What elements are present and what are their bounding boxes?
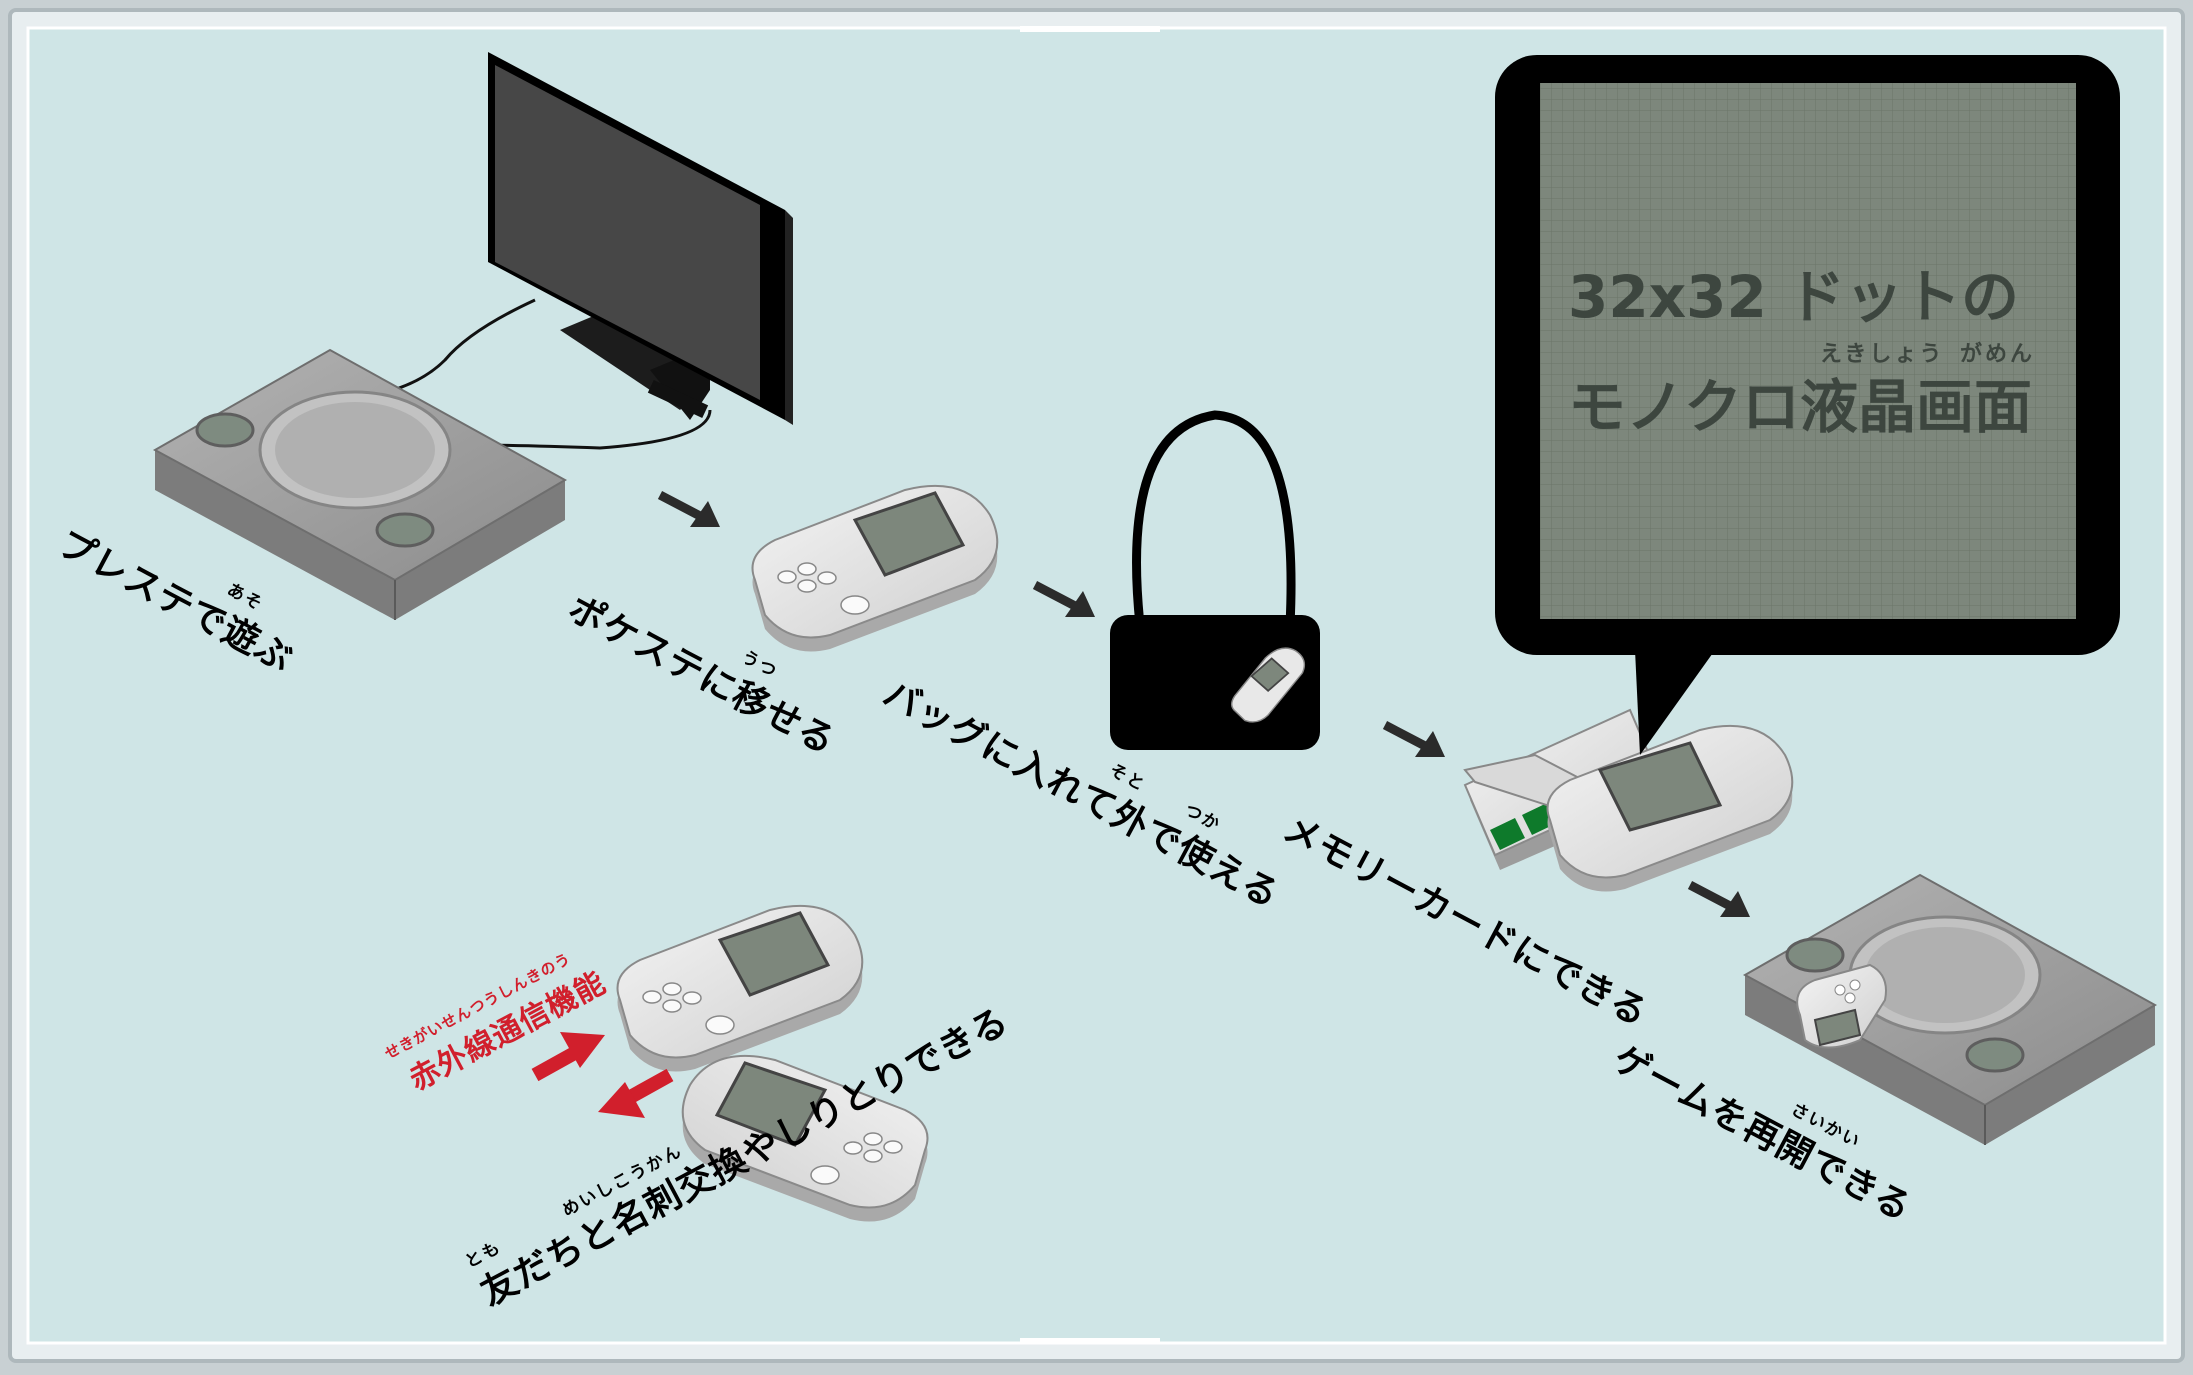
red-arrow-down [598, 1068, 674, 1118]
inserted-pocketstation [1796, 963, 1887, 1049]
tv-monitor [488, 52, 793, 425]
pocketstation-friend-b [681, 1054, 929, 1222]
lcd-line-2: モノクロ液晶画面 [1568, 373, 2033, 441]
lcd-ruby-ekisho: えきしょう [1820, 342, 1945, 367]
lcd-callout [1495, 55, 2120, 755]
memory-card-device [1463, 708, 1794, 892]
lcd-line-1: 32x32 ドットの [1568, 263, 2020, 331]
lcd-ruby-gamen: がめん [1960, 342, 2036, 367]
red-arrow-up [531, 1032, 605, 1082]
bag [1110, 410, 1320, 750]
